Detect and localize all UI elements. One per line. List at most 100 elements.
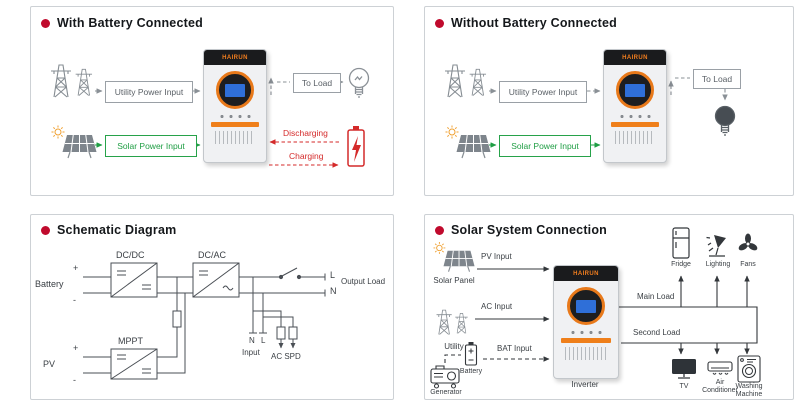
inverter-device: HAIRUN bbox=[603, 49, 667, 163]
inverter-top-bezel: HAIRUN bbox=[204, 50, 266, 65]
dcac-label: DC/AC bbox=[198, 250, 227, 260]
panel-header: Without Battery Connected bbox=[435, 16, 617, 30]
panel-title: Schematic Diagram bbox=[57, 223, 177, 237]
tv-label: TV bbox=[679, 383, 689, 390]
inverter-top-bezel: HAIRUN bbox=[604, 50, 666, 65]
inverter-vents bbox=[214, 131, 256, 144]
line-n-label: N bbox=[330, 286, 337, 296]
main-load-label: Main Load bbox=[637, 292, 675, 301]
panel-header: Solar System Connection bbox=[435, 223, 607, 237]
transmission-tower-icon bbox=[445, 64, 487, 98]
battery-icon bbox=[464, 342, 478, 366]
inverter-brand-label: HAIRUN bbox=[573, 270, 599, 277]
discharging-label: Discharging bbox=[283, 128, 328, 138]
inverter-label: Inverter bbox=[571, 380, 599, 389]
solar-panel-icon bbox=[433, 242, 475, 272]
input-l-label: L bbox=[261, 336, 266, 345]
inverter-display-ring bbox=[616, 71, 654, 109]
inverter-device: HAIRUN bbox=[553, 265, 619, 379]
utility-power-input-box: Utility Power Input bbox=[499, 81, 587, 103]
flow-arrows bbox=[95, 77, 344, 168]
generator-label: Generator bbox=[430, 389, 462, 396]
dcdc-label: DC/DC bbox=[116, 250, 145, 260]
tv-icon bbox=[672, 359, 696, 379]
transmission-tower-icon bbox=[51, 64, 93, 98]
mppt-label: MPPT bbox=[118, 336, 144, 346]
solar-power-input-label: Solar Power Input bbox=[117, 140, 185, 151]
input-label: Input bbox=[242, 348, 260, 357]
pv-plus-label: + bbox=[73, 343, 79, 353]
panel-without-battery: Without Battery Connected bbox=[424, 6, 794, 196]
solar-power-input-label: Solar Power Input bbox=[511, 140, 579, 151]
desk-lamp-icon bbox=[706, 235, 726, 257]
inverter-top-bezel: HAIRUN bbox=[554, 266, 618, 281]
pv-label: PV bbox=[43, 359, 56, 369]
panel-schematic: Schematic Diagram bbox=[30, 214, 394, 400]
air-conditioner-icon bbox=[707, 361, 733, 375]
washing-machine-label: Washing Machine bbox=[735, 383, 763, 398]
bat-input-label: BAT Input bbox=[497, 344, 532, 353]
charging-label: Charging bbox=[289, 151, 324, 161]
battery-plus-label: + bbox=[73, 263, 79, 273]
air-conditioner-label: Air Conditioner bbox=[702, 379, 738, 394]
solar-panel-icon bbox=[51, 125, 97, 159]
ac-input-label: AC Input bbox=[481, 302, 513, 311]
battery-minus-label: - bbox=[73, 295, 76, 305]
inverter-brand-label: HAIRUN bbox=[222, 54, 248, 61]
solar-panel-label: Solar Panel bbox=[433, 276, 475, 285]
inverter-display-ring bbox=[567, 287, 605, 325]
input-n-label: N bbox=[249, 336, 255, 345]
panel-title: Solar System Connection bbox=[451, 223, 608, 237]
pv-minus-label: - bbox=[73, 375, 76, 385]
panel-header: Schematic Diagram bbox=[41, 223, 176, 237]
second-load-label: Second Load bbox=[633, 328, 681, 337]
panel-title: Without Battery Connected bbox=[451, 16, 617, 30]
inverter-lcd-screen bbox=[625, 83, 645, 97]
utility-label: Utility bbox=[444, 342, 464, 351]
washing-machine-icon bbox=[737, 355, 761, 383]
bullet-icon bbox=[41, 225, 50, 235]
system-wiring bbox=[444, 266, 758, 363]
line-l-label: L bbox=[330, 270, 336, 280]
inverter-vents bbox=[614, 131, 656, 144]
ac-spd-label: AC SPD bbox=[271, 352, 301, 361]
inverter-vents bbox=[564, 347, 608, 360]
battery-icon bbox=[347, 126, 365, 167]
panel-header: With Battery Connected bbox=[41, 16, 203, 30]
inverter-brand-label: HAIRUN bbox=[622, 54, 648, 61]
generator-icon bbox=[430, 365, 460, 389]
panel-title: With Battery Connected bbox=[57, 16, 203, 30]
to-load-label: To Load bbox=[301, 77, 333, 88]
inverter-accent-strip bbox=[210, 122, 260, 127]
fans-label: Fans bbox=[740, 261, 756, 268]
to-load-label: To Load bbox=[701, 73, 733, 84]
light-bulb-icon bbox=[714, 105, 736, 136]
inverter-display-ring bbox=[216, 71, 254, 109]
light-bulb-icon bbox=[348, 67, 370, 98]
panel-solar-system: Solar System Connection bbox=[424, 214, 794, 400]
lighting-label: Lighting bbox=[705, 261, 731, 268]
inverter-device: HAIRUN bbox=[203, 49, 267, 163]
fridge-icon bbox=[672, 227, 690, 259]
utility-power-input-box: Utility Power Input bbox=[105, 81, 193, 103]
solar-panel-icon bbox=[445, 125, 491, 159]
schematic-wiring bbox=[83, 262, 326, 380]
inverter-accent-strip bbox=[610, 122, 660, 127]
inverter-buttons bbox=[618, 114, 652, 119]
inverter-lcd-screen bbox=[576, 299, 596, 313]
bullet-icon bbox=[435, 225, 444, 235]
solar-power-input-box: Solar Power Input bbox=[105, 135, 197, 157]
pv-input-label: PV Input bbox=[481, 252, 512, 261]
fridge-label: Fridge bbox=[671, 261, 691, 268]
solar-power-input-box: Solar Power Input bbox=[499, 135, 591, 157]
bullet-icon bbox=[41, 18, 50, 28]
output-load-label: Output Load bbox=[341, 277, 386, 286]
utility-power-input-label: Utility Power Input bbox=[508, 86, 578, 97]
inverter-buttons bbox=[218, 114, 252, 119]
transmission-tower-icon bbox=[436, 309, 468, 335]
inverter-lcd-screen bbox=[225, 83, 245, 97]
battery-label: Battery bbox=[459, 368, 483, 375]
bullet-icon bbox=[435, 18, 444, 28]
utility-power-input-label: Utility Power Input bbox=[114, 86, 184, 97]
